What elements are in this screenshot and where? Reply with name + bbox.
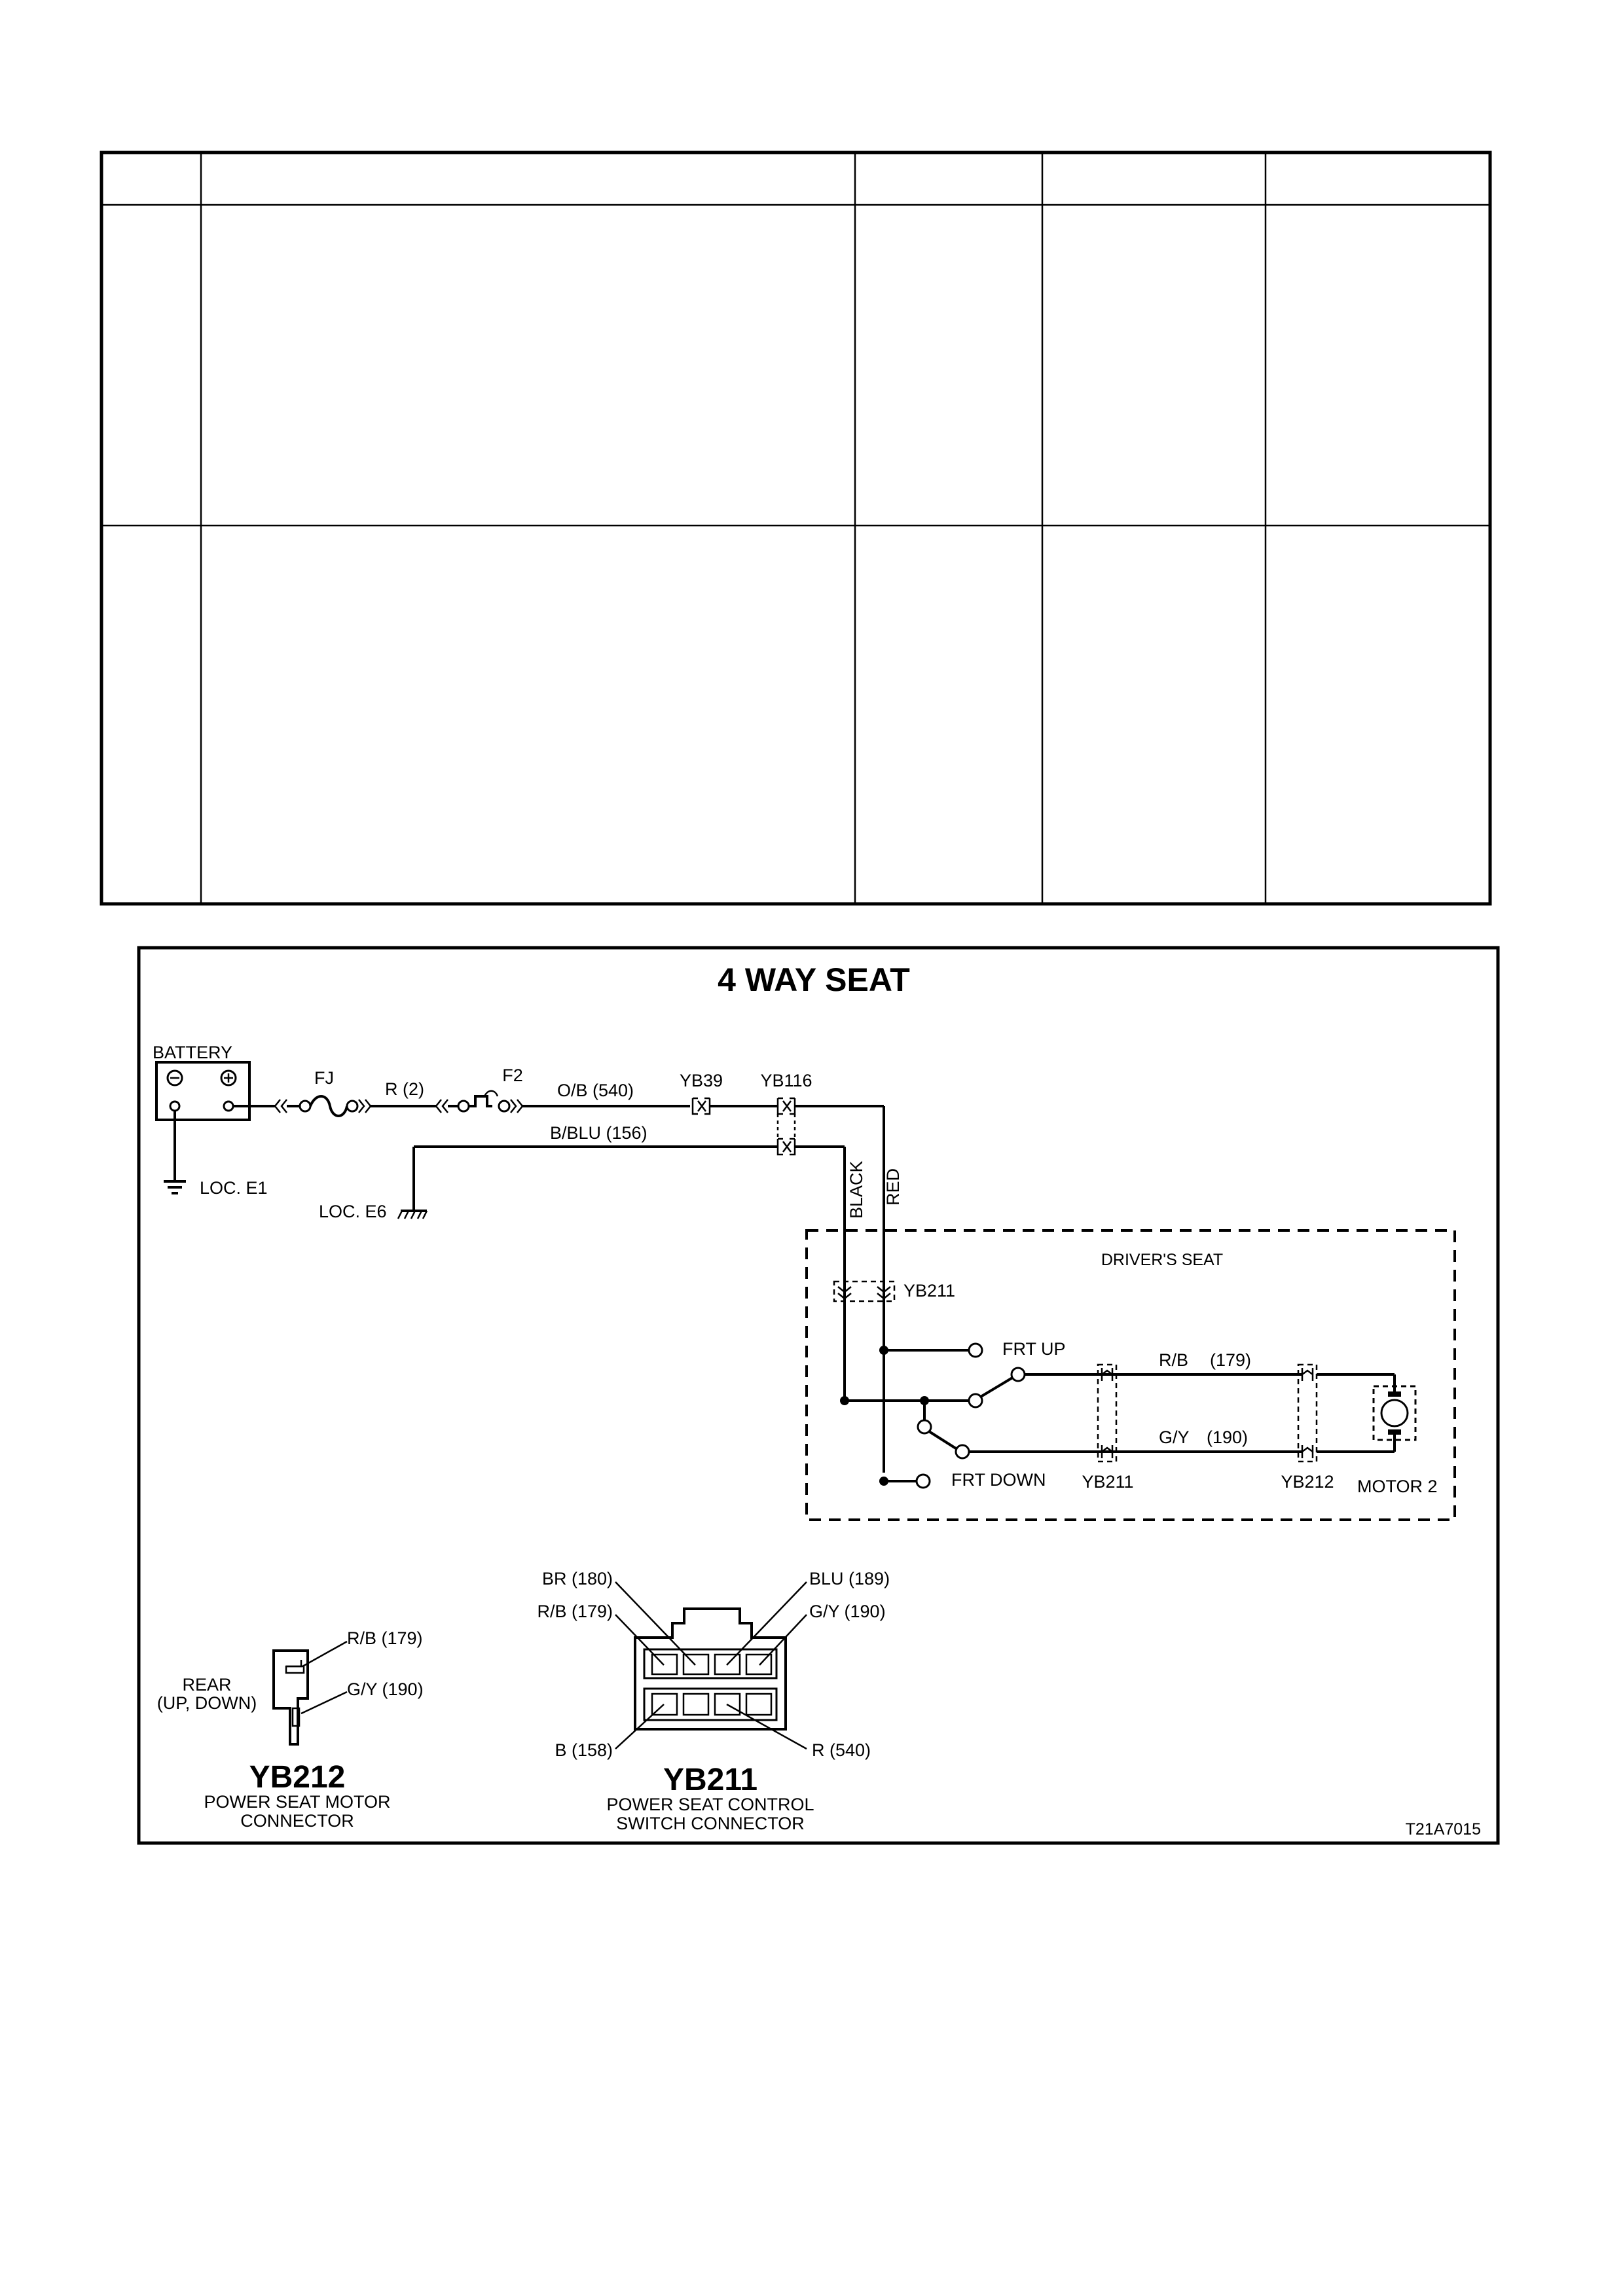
yb212-pin-gy-label: G/Y (190): [347, 1679, 424, 1699]
wire-gy-label: G/Y: [1159, 1427, 1190, 1447]
connector-icon-yb39: [691, 1097, 711, 1115]
yb211-connector-face: [615, 1581, 807, 1750]
ground-icon-e1: [164, 1180, 186, 1194]
conn-yb116-label: YB116: [760, 1071, 812, 1090]
junction-frt-up: [879, 1346, 888, 1355]
junction-black-1: [840, 1396, 849, 1405]
wire-black-label: BLACK: [847, 1160, 866, 1219]
motor-icon: [1372, 1385, 1417, 1441]
switch-contact-common-up: [968, 1393, 983, 1408]
switch-contact-common-down: [917, 1419, 932, 1435]
switch-frt-up-label: FRT UP: [1002, 1339, 1066, 1359]
wire-red-label: RED: [883, 1168, 903, 1206]
yb211-leader-b: [615, 1704, 665, 1749]
yb212-leader-gy: [301, 1691, 348, 1715]
wire-rb-label: R/B: [1159, 1350, 1188, 1370]
conn-yb211-bottom-label: YB211: [1082, 1472, 1133, 1492]
yb211-pin-br-label: BR (180): [542, 1569, 613, 1588]
connector-icon-fj-left: [274, 1099, 287, 1113]
yb211-desc-1: POWER SEAT CONTROL: [606, 1795, 814, 1814]
switch-pivot-up: [1010, 1367, 1026, 1382]
switch-blade-up: [979, 1376, 1015, 1398]
wire-gy-num: (190): [1207, 1427, 1248, 1447]
fuse-f2-label: F2: [502, 1066, 523, 1085]
fusible-link-fj: [287, 1095, 359, 1117]
fuse-fj-label: FJ: [314, 1068, 334, 1088]
yb211-leader-rb: [615, 1614, 665, 1666]
connector-icon-yb211-top: [833, 1280, 896, 1302]
battery: BATTERY: [153, 1043, 251, 1121]
diagram-frame: [137, 946, 1500, 1845]
battery-label: BATTERY: [153, 1043, 232, 1062]
conn-yb212-label: YB212: [1281, 1472, 1334, 1492]
motor-label: MOTOR 2: [1357, 1477, 1438, 1496]
switch-blade-down: [928, 1430, 957, 1450]
wire-rb-num: (179): [1210, 1350, 1251, 1370]
connector-icon-yb212: [1297, 1363, 1318, 1463]
conn-yb39-label: YB39: [680, 1071, 723, 1090]
yb211-leader-br: [615, 1581, 696, 1666]
drivers-seat-label: DRIVER'S SEAT: [1101, 1251, 1223, 1269]
wire-bblu156-label: B/BLU (156): [550, 1123, 647, 1143]
reference-code: T21A7015: [1406, 1820, 1481, 1839]
empty-table: [100, 151, 1492, 906]
yb212-rear-label: REAR: [182, 1675, 231, 1695]
wire-ob540-label: O/B (540): [557, 1081, 634, 1100]
yb211-desc-2: SWITCH CONNECTOR: [616, 1814, 805, 1833]
connector-icon-fj-right: [358, 1099, 372, 1113]
ground-label-e6: LOC. E6: [319, 1202, 387, 1221]
yb211-pin-r-label: R (540): [812, 1740, 871, 1760]
connector-icon-f2-left: [435, 1099, 448, 1113]
switch-frt-down-label: FRT DOWN: [951, 1470, 1046, 1490]
yb211-pin-blu-label: BLU (189): [809, 1569, 890, 1588]
yb212-rear-sub-label: (UP, DOWN): [157, 1693, 257, 1713]
switch-contact-frt-down: [915, 1473, 931, 1489]
fuse-icon-f2: [448, 1090, 511, 1113]
battery-body: [155, 1061, 251, 1121]
connector-icon-yb211-bottom: [1097, 1363, 1118, 1463]
yb212-desc-2: CONNECTOR: [240, 1811, 354, 1831]
connector-icon-yb116: [776, 1097, 796, 1156]
yb211-pin-b-label: B (158): [555, 1740, 613, 1760]
diagram-title: 4 WAY SEAT: [718, 961, 910, 998]
yb211-pin-rb-label: R/B (179): [537, 1602, 613, 1621]
ground-icon-e6: [397, 1210, 428, 1219]
yb211-leader-r: [726, 1703, 807, 1750]
wire-r2-label: R (2): [385, 1079, 424, 1099]
switch-contact-frt-up: [968, 1342, 983, 1358]
yb211-leader-blu: [726, 1581, 807, 1666]
switch-pivot-down: [955, 1444, 970, 1460]
yb211-leader-gy: [759, 1614, 807, 1666]
yb212-desc-1: POWER SEAT MOTOR: [204, 1792, 390, 1812]
yb211-name: YB211: [663, 1763, 757, 1797]
conn-yb211-top-label: YB211: [903, 1281, 955, 1300]
yb212-pin-rb-label: R/B (179): [347, 1628, 423, 1648]
table-border: [100, 151, 1492, 906]
yb212-leader-rb: [302, 1640, 348, 1668]
yb212-connector-face: [272, 1640, 348, 1746]
connector-icon-f2-right: [510, 1099, 524, 1113]
junction-frt-down: [879, 1477, 888, 1486]
battery-neg-terminal: [169, 1100, 181, 1112]
ground-label-e1: LOC. E1: [200, 1178, 268, 1198]
drivers-seat-box: [805, 1229, 1456, 1521]
battery-pos-terminal: [223, 1100, 234, 1112]
yb211-pin-gy-label: G/Y (190): [809, 1602, 886, 1621]
yb212-name: YB212: [249, 1760, 346, 1795]
